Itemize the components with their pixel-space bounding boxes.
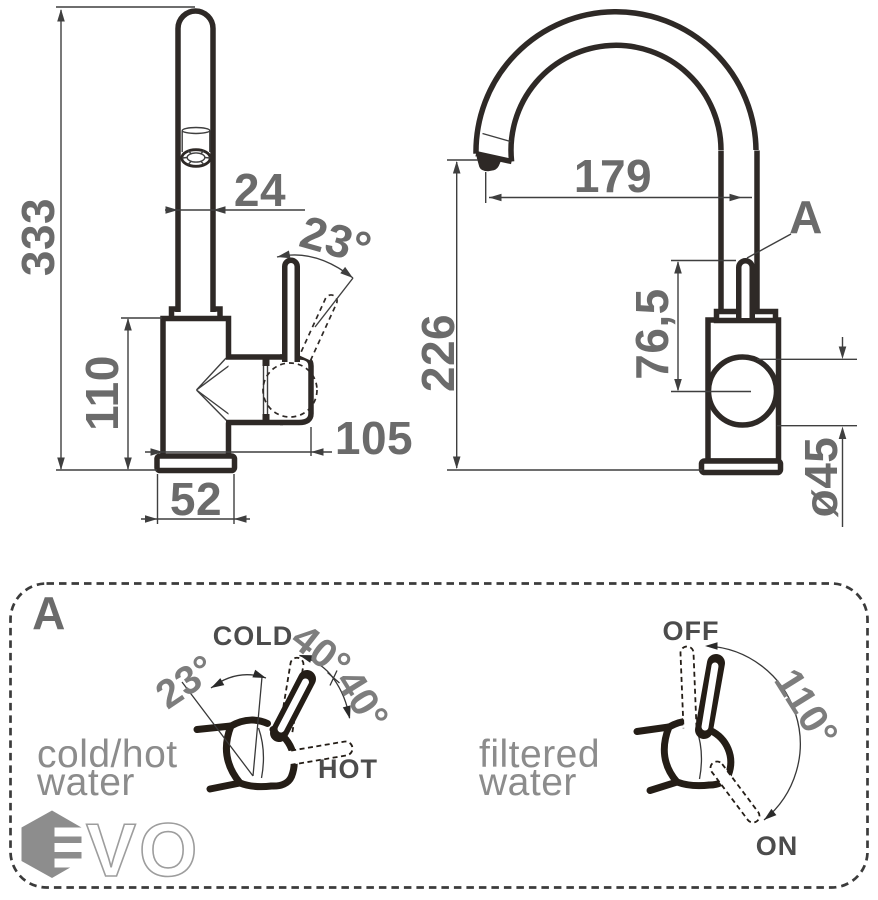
dim-base-diameter: ø45 [795,437,847,518]
dim-handle-height: 76,5 [626,288,678,380]
off-label: OFF [663,616,720,646]
filtered-caption-2: water [478,761,577,804]
dim-spout-reach: 179 [574,150,652,202]
filtered-valve-diagram: OFF ON 110° [633,616,847,861]
rotation-angle-label: 110° [765,661,846,754]
cold-hot-caption-2: water [36,761,135,804]
front-view: 179 226 76,5 A ø45 [412,9,857,527]
cold-hot-caption-1: cold/hot [37,733,178,776]
hot-label: HOT [318,754,378,784]
logo: VO [21,807,200,893]
side-view: 333 24 23° 110 105 52 [12,6,413,525]
dim-base-width: 52 [170,473,222,525]
filtered-caption-1: filtered [479,733,600,776]
detail-panel: A cold/hot water COLD HOT [9,582,869,893]
cold-hot-valve-diagram: COLD HOT 23° 40° 40° [148,616,397,793]
dim-overall-height: 333 [12,198,64,276]
panel-border [9,582,869,889]
dim-spout-diameter: 24 [234,164,286,216]
on-label: ON [756,831,799,861]
detail-marker-a: A [789,191,823,243]
dim-handle-reach: 105 [335,412,413,464]
logo-text: VO [86,808,200,892]
dim-handle-angle: 23° [295,205,378,275]
logo-e-bars [54,827,84,868]
swivel-angle-label: 23° [148,646,224,717]
dim-spout-height: 226 [412,314,464,392]
panel-marker: A [32,587,66,639]
dim-body-height: 110 [76,355,128,431]
cold-label: COLD [213,621,294,651]
